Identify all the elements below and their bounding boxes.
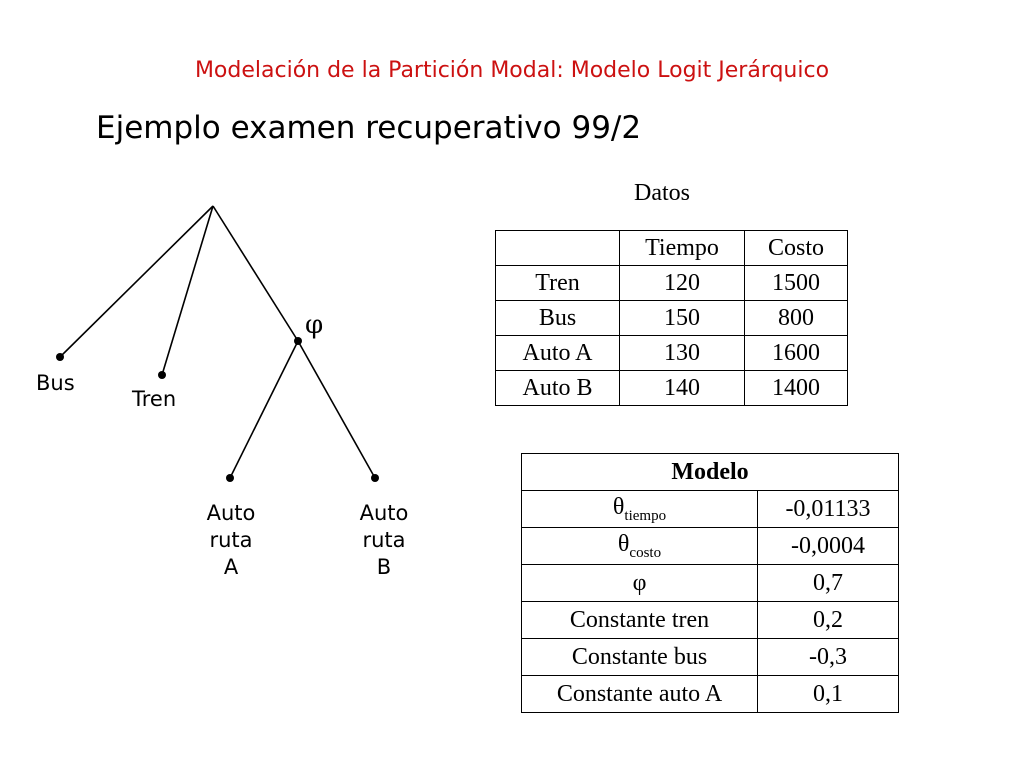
table-row: Constante auto A 0,1 bbox=[521, 675, 899, 713]
param-cell: θtiempo bbox=[521, 490, 758, 528]
branch-nest bbox=[212, 205, 299, 342]
table-cell: 1600 bbox=[744, 335, 848, 371]
node-auto-b bbox=[371, 474, 379, 482]
value-cell: -0,0004 bbox=[757, 527, 899, 565]
node-tren bbox=[158, 371, 166, 379]
table-row: Auto B 140 1400 bbox=[495, 370, 848, 406]
node-bus bbox=[56, 353, 64, 361]
modelo-table: Modelo θtiempo -0,01133 θcosto -0,0004 φ… bbox=[521, 453, 899, 713]
value-cell: 0,7 bbox=[757, 564, 899, 602]
param-cell: Constante auto A bbox=[521, 675, 758, 713]
table-row: θtiempo -0,01133 bbox=[521, 490, 899, 528]
label-tren: Tren bbox=[132, 387, 177, 411]
branch-auto-b bbox=[297, 340, 376, 479]
header-cell: Tiempo bbox=[619, 230, 745, 266]
param-cell: φ bbox=[521, 564, 758, 602]
param-cell: Constante tren bbox=[521, 601, 758, 639]
datos-table: Tiempo Costo Tren 120 1500 Bus 150 800 A… bbox=[495, 230, 848, 406]
table-header-row: Tiempo Costo bbox=[495, 230, 848, 266]
datos-caption: Datos bbox=[634, 180, 690, 206]
table-row: Tren 120 1500 bbox=[495, 265, 848, 301]
table-row: φ 0,7 bbox=[521, 564, 899, 602]
table-cell: Auto B bbox=[495, 370, 620, 406]
slide-subtitle: Ejemplo examen recuperativo 99/2 bbox=[96, 110, 642, 146]
modelo-header: Modelo bbox=[521, 453, 899, 491]
value-cell: 0,2 bbox=[757, 601, 899, 639]
table-row: Constante tren 0,2 bbox=[521, 601, 899, 639]
table-cell: 150 bbox=[619, 300, 745, 336]
table-cell: Tren bbox=[495, 265, 620, 301]
table-row: Constante bus -0,3 bbox=[521, 638, 899, 676]
nest-phi-label: φ bbox=[305, 310, 324, 340]
param-cell: Constante bus bbox=[521, 638, 758, 676]
table-cell: 130 bbox=[619, 335, 745, 371]
value-cell: -0,01133 bbox=[757, 490, 899, 528]
label-bus: Bus bbox=[36, 371, 75, 395]
value-cell: 0,1 bbox=[757, 675, 899, 713]
param-cell: θcosto bbox=[521, 527, 758, 565]
table-cell: 140 bbox=[619, 370, 745, 406]
node-nest bbox=[294, 337, 302, 345]
label-auto-a: Auto ruta A bbox=[206, 501, 256, 579]
header-cell: Costo bbox=[744, 230, 848, 266]
table-cell: 800 bbox=[744, 300, 848, 336]
table-cell: 120 bbox=[619, 265, 745, 301]
table-cell: Bus bbox=[495, 300, 620, 336]
branch-bus bbox=[59, 205, 214, 358]
table-row: Bus 150 800 bbox=[495, 300, 848, 336]
table-row: Auto A 130 1600 bbox=[495, 335, 848, 371]
table-cell: Auto A bbox=[495, 335, 620, 371]
table-cell: 1400 bbox=[744, 370, 848, 406]
label-auto-b: Auto ruta B bbox=[359, 501, 409, 579]
table-row: θcosto -0,0004 bbox=[521, 527, 899, 565]
node-auto-a bbox=[226, 474, 234, 482]
slide-title: Modelación de la Partición Modal: Modelo… bbox=[194, 58, 830, 83]
table-header-row: Modelo bbox=[521, 453, 899, 491]
branch-tren bbox=[161, 205, 214, 376]
value-cell: -0,3 bbox=[757, 638, 899, 676]
header-cell bbox=[495, 230, 620, 266]
table-cell: 1500 bbox=[744, 265, 848, 301]
branch-auto-a bbox=[229, 340, 299, 479]
